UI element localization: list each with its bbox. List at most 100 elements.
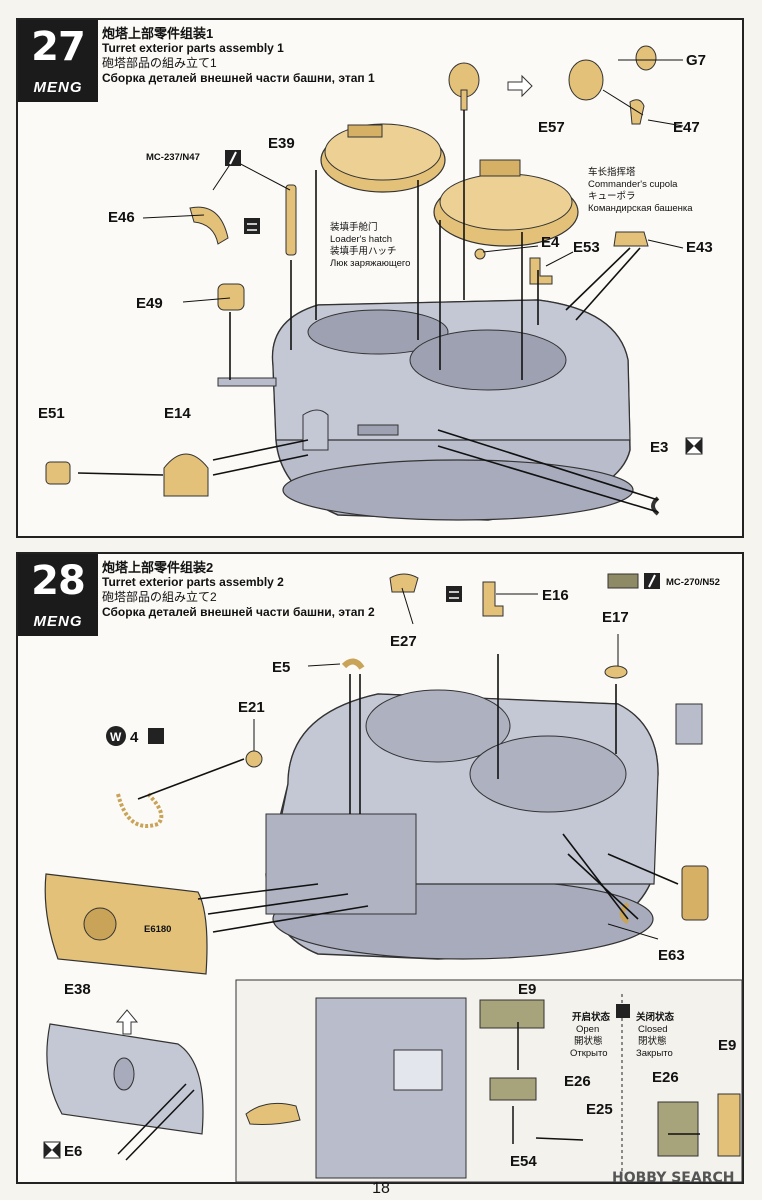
reference-arrow-icon	[507, 74, 533, 98]
part-E49	[217, 283, 245, 311]
label-E51: E51	[38, 405, 65, 422]
step-28-badge: 28 MENG	[18, 554, 98, 636]
svg-text:关闭状态: 关闭状态	[636, 1011, 675, 1023]
part-E47	[629, 99, 645, 125]
label-E57: E57	[538, 119, 565, 136]
part-E38-plate	[46, 1023, 204, 1161]
paint-swatch	[607, 573, 639, 589]
w-count: 4	[130, 729, 139, 746]
step-27-diagram: G7 E57 E47 E39 E46 E4 E53 E43 E49 E51 E1…	[38, 45, 713, 521]
label-E53: E53	[573, 239, 600, 256]
swap-icon-28	[446, 586, 462, 602]
label-E54: E54	[510, 1153, 537, 1170]
svg-text:Commander's cupola: Commander's cupola	[588, 179, 678, 190]
label-G7: G7	[686, 52, 706, 69]
label-E43: E43	[686, 239, 713, 256]
svg-text:车长指挥塔: 车长指挥塔	[588, 166, 636, 178]
turret-body	[265, 689, 703, 960]
part-G7	[635, 45, 657, 71]
part-E21	[245, 750, 263, 768]
title-zh: 炮塔上部零件组装1	[102, 26, 214, 41]
step-28-titles: 炮塔上部零件组装2 Turret exterior parts assembly…	[102, 560, 375, 620]
assembly-arrows	[137, 654, 679, 933]
title-en: Turret exterior parts assembly 2	[102, 575, 284, 589]
label-E26-open: E26	[564, 1073, 591, 1090]
step-28-diagram: MC-270/N52 E6180	[43, 573, 743, 1183]
step-28-panel: 28 MENG 炮塔上部零件组装2 Turret exterior parts …	[16, 552, 744, 1184]
loaders-hatch-part	[320, 123, 446, 193]
step-27-titles: 炮塔上部零件组装1 Turret exterior parts assembly…	[102, 26, 375, 86]
swap-icon-27	[244, 218, 260, 234]
svg-text:Closed: Closed	[638, 1024, 668, 1035]
brand-logo: MENG	[33, 613, 83, 630]
paint-code-27: MC-237/N47	[146, 152, 200, 163]
title-ru: Сборка деталей внешней части башни, этап…	[102, 71, 375, 85]
label-E4: E4	[541, 234, 560, 251]
part-E6180-plate: E6180	[44, 873, 208, 975]
closed-state-caption: 关闭状态 Closed 閉状態 Закрыто	[636, 1011, 675, 1059]
part-E57	[568, 59, 604, 101]
label-E14: E14	[164, 405, 191, 422]
plate-marking: E6180	[144, 924, 171, 935]
svg-text:装填手舱门: 装填手舱门	[330, 221, 378, 233]
label-E9-open: E9	[518, 981, 536, 998]
label-E47: E47	[673, 119, 700, 136]
part-E16	[482, 581, 504, 617]
leader-lines	[253, 587, 659, 940]
label-E46: E46	[108, 209, 135, 226]
commanders-cupola-caption: 车长指挥塔 Commander's cupola キューポラ Командирс…	[588, 166, 693, 214]
label-E21: E21	[238, 699, 265, 716]
title-en: Turret exterior parts assembly 1	[102, 41, 284, 55]
label-E63: E63	[658, 947, 685, 964]
title-ja: 砲塔部品の組み立て1	[102, 56, 217, 70]
label-E9-closed: E9	[718, 1037, 736, 1054]
step-number: 28	[31, 558, 86, 604]
label-E39: E39	[268, 135, 295, 152]
svg-text:閉状態: 閉状態	[638, 1035, 667, 1047]
brand-logo: MENG	[33, 79, 83, 96]
open-state-caption: 开启状态 Open 開状態 Открыто	[570, 1011, 611, 1059]
svg-text:装填手用ハッチ: 装填手用ハッチ	[330, 245, 397, 257]
label-E6: E6	[64, 1143, 82, 1160]
svg-text:キューポラ: キューポラ	[588, 191, 636, 202]
svg-text:開状態: 開状態	[574, 1035, 603, 1047]
title-ja: 砲塔部品の組み立て2	[102, 590, 217, 604]
paint-icon-28	[644, 573, 660, 589]
svg-text:Командирская башенка: Командирская башенка	[588, 203, 693, 214]
symmetry-icon-e6	[43, 1141, 61, 1159]
detail-inset	[235, 979, 743, 1183]
loaders-hatch-caption: 装填手舱门 Loader's hatch 装填手用ハッチ Люк заряжаю…	[330, 221, 410, 269]
leader-lines	[142, 59, 684, 303]
title-zh: 炮塔上部零件组装2	[102, 560, 214, 575]
label-E27: E27	[390, 633, 417, 650]
svg-text:Loader's hatch: Loader's hatch	[330, 234, 392, 245]
part-side-box	[681, 865, 709, 921]
step-number: 27	[31, 24, 86, 70]
svg-text:Закрыто: Закрыто	[636, 1048, 673, 1059]
commanders-cupola-part	[433, 159, 579, 247]
svg-text:Открыто: Открыто	[570, 1048, 608, 1059]
title-ru: Сборка деталей внешней части башни, этап…	[102, 605, 375, 619]
part-E14	[163, 453, 209, 497]
label-E26-closed: E26	[652, 1069, 679, 1086]
part-E27	[389, 573, 419, 593]
step-27-badge: 27 MENG	[18, 20, 98, 102]
svg-text:开启状态: 开启状态	[572, 1011, 611, 1023]
part-E51	[45, 461, 71, 485]
part-E46	[189, 206, 229, 245]
label-E17: E17	[602, 609, 629, 626]
svg-text:W: W	[110, 730, 122, 744]
svg-text:Люк заряжающего: Люк заряжающего	[330, 258, 410, 269]
watermark: HOBBY SEARCH	[612, 1170, 735, 1186]
page-number: 18	[372, 1180, 390, 1197]
paint-code-28: MC-270/N52	[666, 577, 720, 588]
label-E3: E3	[650, 439, 668, 456]
label-E49: E49	[136, 295, 163, 312]
label-E16: E16	[542, 587, 569, 604]
paint-icon-27	[225, 150, 241, 166]
part-E53	[529, 257, 553, 285]
label-E25: E25	[586, 1101, 613, 1118]
turret-body	[217, 299, 634, 521]
step-27-panel: 27 MENG 炮塔上部零件组装1 Turret exterior parts …	[16, 18, 744, 538]
part-E5	[341, 658, 365, 670]
